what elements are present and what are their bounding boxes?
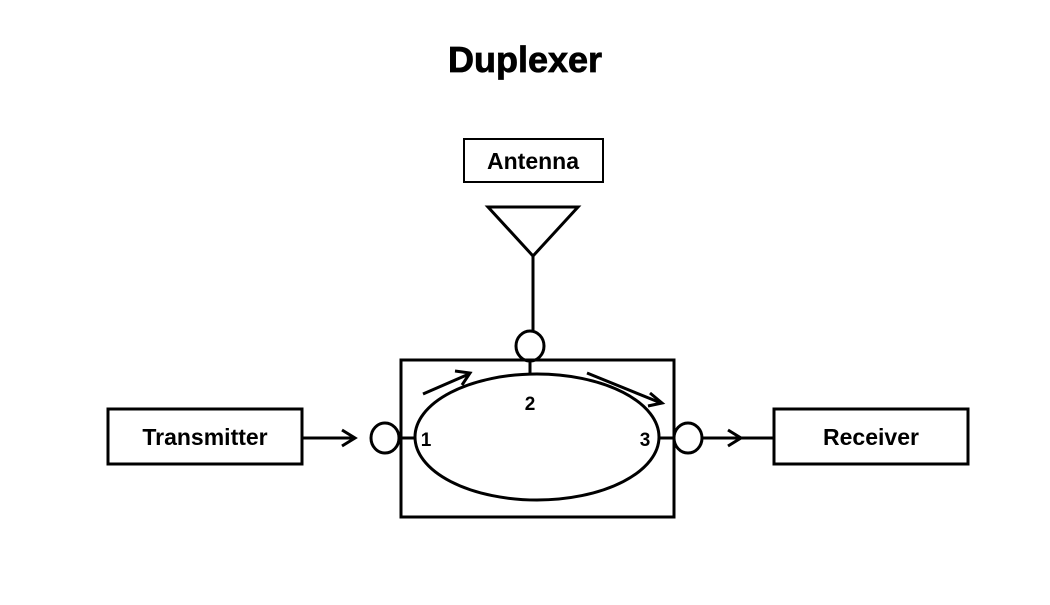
circulation-arrow-right [586, 371, 666, 408]
circulation-arrow-left [422, 369, 473, 396]
antenna-label: Antenna [487, 148, 579, 174]
transmitter-label: Transmitter [142, 424, 267, 450]
antenna-box [463, 138, 604, 183]
port-3-label: 3 [640, 430, 651, 451]
transmitter-arrow-head [341, 428, 358, 448]
diagram-title: Duplexer [448, 39, 602, 80]
receiver-label: Receiver [823, 424, 919, 450]
port-1-connector [369, 421, 401, 455]
port-2-connector [514, 329, 546, 363]
receiver-box [772, 407, 970, 466]
receiver-block: Receiver [772, 407, 970, 466]
port-1-label: 1 [421, 430, 432, 451]
port-2-label: 2 [525, 394, 536, 415]
transmitter-block: Transmitter [106, 407, 304, 466]
receiver-arrow-head [727, 428, 744, 448]
circulator-ring [413, 372, 661, 502]
antenna-block: Antenna [463, 138, 604, 183]
port-3-connector [672, 421, 704, 455]
circulator-housing [399, 358, 676, 519]
antenna-icon [484, 205, 582, 259]
